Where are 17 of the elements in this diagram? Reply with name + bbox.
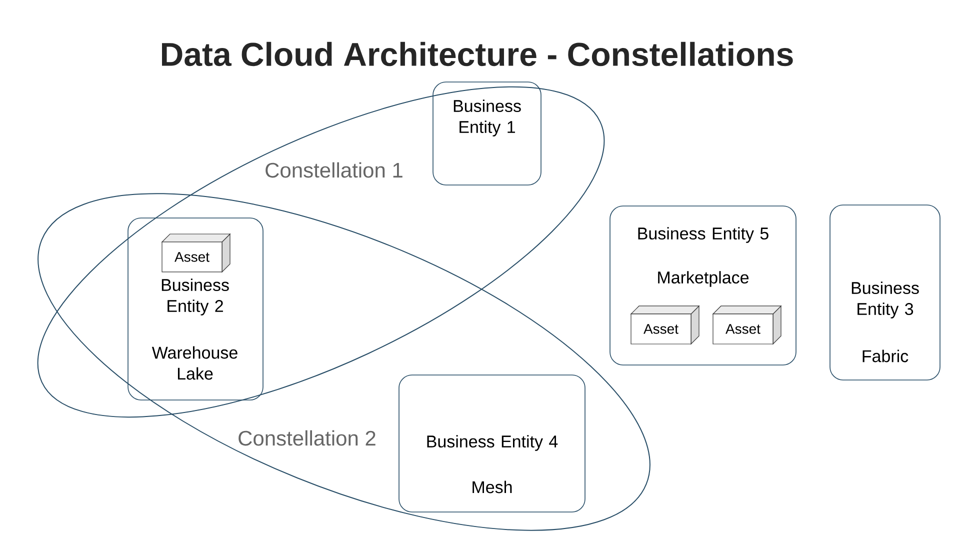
entity-box — [432, 82, 542, 186]
entity-type: Marketplace — [658, 271, 749, 287]
constellation-label: Constellation 2 — [238, 430, 376, 446]
entity-type: Mesh — [472, 480, 512, 494]
entity-type: Fabric — [862, 350, 908, 362]
diagram-title: Data Cloud Architecture - Constellations — [162, 42, 793, 66]
entity-name: Business Entity 4 — [427, 435, 558, 451]
constellation-label: Constellation 1 — [266, 162, 402, 178]
entity-name: Business Entity 2 — [162, 278, 229, 316]
entity-box — [128, 218, 264, 400]
entity-box — [830, 204, 940, 380]
entity-box — [398, 374, 586, 512]
entity-box — [610, 206, 796, 366]
entity-name: Business Entity 3 — [852, 282, 919, 318]
entity-type: Warehouse Lake — [152, 346, 238, 380]
entity-name: Business Entity 1 — [454, 100, 521, 136]
entity-name: Business Entity 5 — [638, 227, 768, 243]
